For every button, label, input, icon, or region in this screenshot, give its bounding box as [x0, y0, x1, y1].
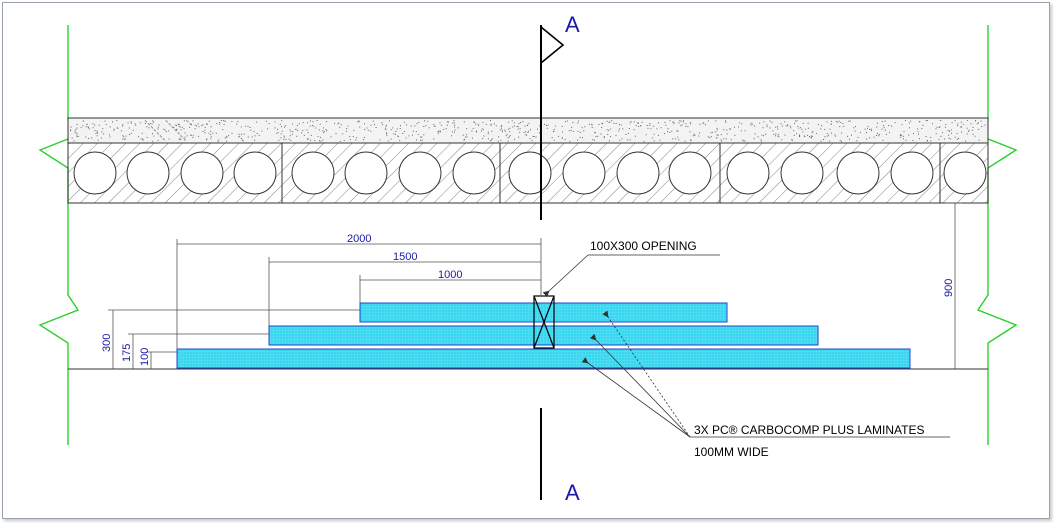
laminate-2000 [176, 348, 911, 369]
horizontal-dimensions [176, 238, 542, 349]
hollow-core [508, 151, 552, 195]
hollow-core [126, 151, 170, 195]
dim-2000: 2000 [347, 233, 371, 245]
dim-100: 100 [139, 348, 151, 366]
hollow-core [73, 151, 117, 195]
dim-175: 175 [121, 344, 133, 362]
laminates-label-line2: 100MM WIDE [694, 445, 769, 459]
hollow-core [291, 151, 335, 195]
dim-900: 900 [943, 279, 955, 297]
laminate-leaders [581, 310, 950, 438]
opening-label: 100X300 OPENING [590, 239, 697, 253]
section-marker-bottom: A [565, 480, 580, 505]
laminates-label-line1: 3X PC® CARBOCOMP PLUS LAMINATES [694, 423, 924, 437]
concrete-topping [67, 117, 989, 144]
vertical-dimension-right [945, 202, 962, 369]
hollow-core [943, 151, 987, 195]
hollow-core [398, 151, 442, 195]
vertical-dimensions-left [108, 309, 360, 369]
section-marker-top: A [565, 12, 580, 37]
laminates [176, 302, 911, 369]
hollow-core [726, 151, 770, 195]
opening-leader [542, 254, 720, 298]
hollow-core [836, 151, 880, 195]
hollow-core [616, 151, 660, 195]
hollow-core [780, 151, 824, 195]
hollow-core [668, 151, 712, 195]
hollow-core [562, 151, 606, 195]
hollow-core [180, 151, 224, 195]
hollow-core [890, 151, 934, 195]
hollow-core [344, 151, 388, 195]
section-line [540, 25, 565, 500]
dim-1500: 1500 [393, 251, 417, 263]
hollow-core [452, 151, 496, 195]
hollow-core-slab [67, 142, 989, 204]
laminate-1500 [268, 325, 819, 346]
wall-break-lines [38, 25, 1018, 445]
hollow-core [233, 151, 277, 195]
dim-1000: 1000 [438, 269, 462, 281]
dim-300: 300 [101, 334, 113, 352]
